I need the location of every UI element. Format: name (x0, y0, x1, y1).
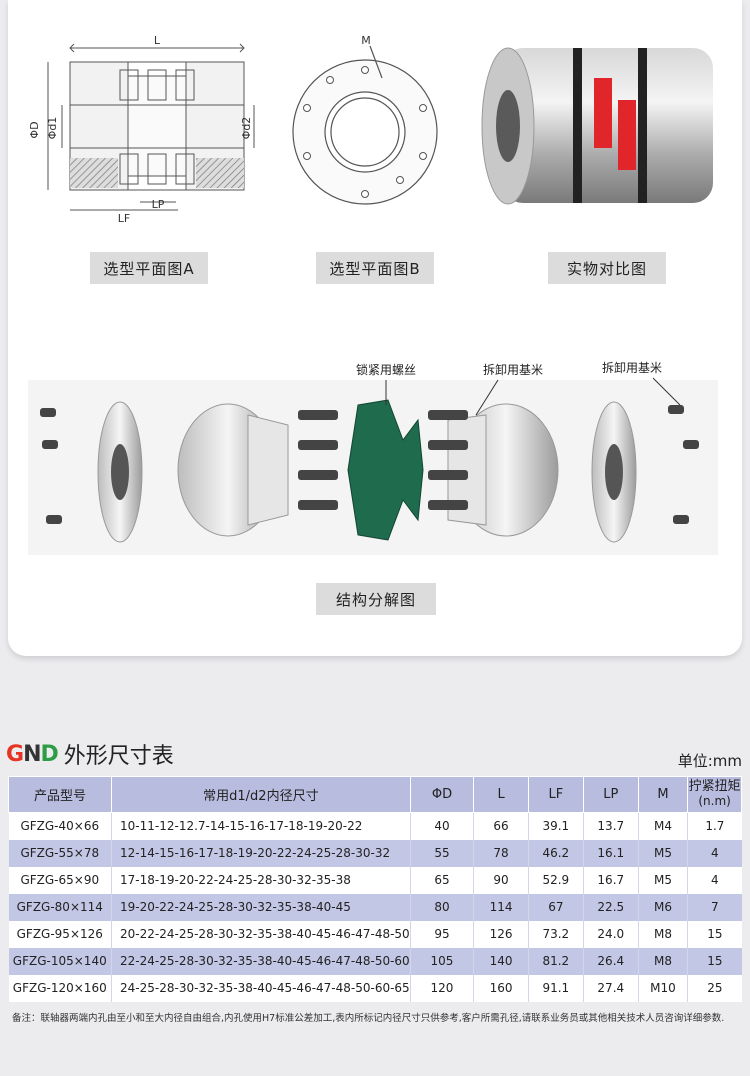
col-bore-sizes: 常用d1/d2内径尺寸 (111, 776, 411, 813)
table-title: 外形尺寸表 (63, 744, 174, 769)
caption-photo: 实物对比图 (548, 252, 666, 284)
col-screw: M (637, 776, 689, 813)
table-footnote: 备注：联轴器两端内孔由至小和至大内径自由组合,内孔使用H7标准公差加工,表内所标… (12, 1013, 725, 1024)
label-removal-base-1: 拆卸用基米 (483, 362, 543, 377)
dim-lp-label: LP (152, 198, 165, 211)
dim-d2-label: Φd2 (240, 117, 253, 140)
label-locking-screw: 锁紧用螺丝 (356, 362, 416, 377)
drawing-a: L ΦD Φd1 Φd2 LF LP (28, 34, 255, 225)
gnd-logo: GND (6, 741, 59, 767)
col-length: L (473, 776, 529, 813)
table-header-row: 产品型号 常用d1/d2内径尺寸 ΦD L LF LP M 拧紧扭矩 (n.m) (7, 776, 742, 813)
dim-lf-label: LF (118, 212, 130, 225)
product-photo (481, 47, 713, 205)
dim-d1-label: Φd1 (46, 117, 59, 140)
dim-l-label: L (154, 34, 161, 47)
table-heading: GND 外形尺寸表 (6, 738, 174, 770)
caption-exploded: 结构分解图 (316, 583, 436, 615)
dim-d-label: ΦD (28, 121, 41, 138)
label-removal-base-2: 拆卸用基米 (602, 360, 662, 375)
drawing-b: M (292, 34, 438, 205)
exploded-view: 锁紧用螺丝 拆卸用基米 拆卸用基米 (28, 360, 718, 555)
caption-drawing-a: 选型平面图A (90, 252, 208, 284)
col-diameter: ΦD (409, 776, 475, 813)
col-model: 产品型号 (7, 776, 113, 813)
dimension-table: 产品型号 常用d1/d2内径尺寸 ΦD L LF LP M 拧紧扭矩 (n.m)… (7, 776, 742, 1002)
col-torque: 拧紧扭矩 (n.m) (687, 776, 742, 813)
unit-label: 单位:mm (677, 752, 742, 770)
caption-drawing-b: 选型平面图B (316, 252, 434, 284)
col-lf: LF (527, 776, 584, 813)
col-lp: LP (582, 776, 639, 813)
dim-m-label: M (361, 34, 371, 47)
